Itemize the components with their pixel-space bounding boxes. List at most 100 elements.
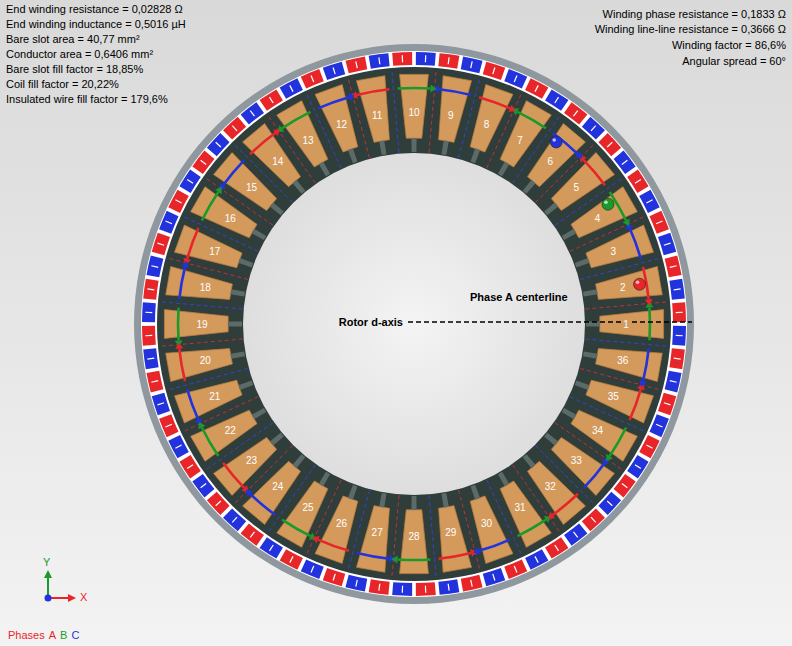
- coil-end-mark: [555, 545, 559, 551]
- coil-arrow: [630, 228, 641, 259]
- coil-arrow: [282, 112, 311, 128]
- coil-arrow: [187, 228, 198, 259]
- phase-marker-ball: [550, 136, 562, 148]
- tooth-dashed-line: [429, 69, 436, 153]
- slot-opening: [498, 162, 509, 177]
- slot-opening: [379, 493, 386, 508]
- winding-stat: Bare slot fill factor = 18,85%: [6, 63, 143, 76]
- slot-number: 18: [199, 282, 212, 293]
- slot-opening: [583, 352, 598, 359]
- coil-end-mark: [656, 424, 662, 427]
- coil-end-mark: [147, 358, 154, 360]
- axis-label: X: [80, 591, 87, 604]
- coil-end-segment: [672, 326, 686, 346]
- arrow-head: [198, 422, 205, 429]
- coil-end-mark: [165, 424, 171, 427]
- coil-end-segment: [416, 582, 436, 596]
- stator-slot: [586, 380, 653, 423]
- arrow-head: [392, 555, 398, 563]
- legend-title: Phases: [8, 629, 45, 641]
- coil-end-segment: [323, 568, 345, 586]
- coil-arrow: [202, 427, 218, 456]
- stator-slot: [315, 85, 358, 152]
- slot-number: 13: [301, 135, 314, 146]
- slot-number: 33: [570, 455, 583, 466]
- winding-stat: Bare slot area = 40,77 mm²: [6, 33, 140, 46]
- slot-number: 19: [195, 319, 208, 330]
- coil-arrow: [398, 558, 431, 561]
- stator-slot: [164, 310, 228, 339]
- slot-opening: [379, 140, 386, 155]
- slot-opening: [348, 485, 357, 500]
- coil-end-mark: [514, 75, 517, 81]
- slot-number: 28: [407, 531, 420, 542]
- coil-end-mark: [216, 142, 221, 147]
- coil-end-mark: [378, 584, 380, 591]
- ball-highlight: [552, 138, 556, 142]
- slot-opening: [575, 258, 590, 267]
- coil-end-mark: [607, 142, 612, 147]
- coil-end-mark: [555, 97, 559, 103]
- slot-number: 8: [483, 119, 491, 130]
- stator-slot: [439, 506, 472, 573]
- coil-end-mark: [269, 545, 273, 551]
- slot-opening: [562, 229, 577, 240]
- slot-number: 4: [594, 213, 602, 224]
- slot-number: 21: [208, 391, 221, 402]
- slot-number: 11: [371, 110, 383, 121]
- tooth-dashed-line: [159, 339, 243, 346]
- coil-end-mark: [493, 574, 495, 581]
- coil-arrow: [250, 494, 275, 515]
- coil-end-segment: [669, 279, 684, 300]
- coil-arrow: [187, 389, 198, 420]
- coil-end-mark: [402, 55, 404, 62]
- coil-end-mark: [378, 57, 380, 64]
- coil-end-mark: [635, 465, 641, 469]
- coil-end-segment: [369, 53, 390, 68]
- coil-end-segment: [146, 371, 163, 393]
- phase-marker-ball: [634, 278, 646, 290]
- coil-end-mark: [607, 501, 612, 506]
- winding-stat: Winding line-line resistance = 0,3666 Ω: [595, 23, 786, 36]
- stator-slot: [470, 85, 513, 152]
- coil-end-segment: [345, 56, 367, 73]
- slot-opening: [471, 485, 480, 500]
- coil-arrow: [357, 553, 389, 559]
- stator-slot: [596, 349, 663, 382]
- coil-arrow: [479, 97, 510, 108]
- slot-opening: [292, 180, 305, 194]
- slot-number: 29: [444, 527, 457, 538]
- coil-end-mark: [187, 179, 193, 183]
- slot-number: 7: [516, 135, 524, 146]
- arrow-head: [548, 512, 555, 519]
- stator-slot: [315, 496, 358, 563]
- slot-number: 27: [371, 527, 384, 538]
- arrow-head: [246, 490, 253, 497]
- slot-number: 2: [619, 282, 627, 293]
- coil-end-mark: [165, 221, 171, 224]
- coil-end-mark: [676, 312, 683, 314]
- coil-end-mark: [646, 200, 652, 203]
- coil-arrow: [584, 160, 605, 185]
- slot-opening: [471, 148, 480, 163]
- coil-end-mark: [471, 580, 473, 587]
- coil-end-mark: [145, 312, 152, 314]
- slot-number: 3: [609, 246, 617, 257]
- coil-end-segment: [669, 348, 684, 369]
- coil-end-segment: [392, 582, 412, 596]
- coil-end-segment: [438, 579, 459, 594]
- stator-housing: [134, 44, 694, 604]
- winding-stat: Insulated wire fill factor = 179,6%: [6, 93, 168, 106]
- slot-number: 32: [544, 481, 557, 492]
- coil-arrow: [223, 463, 244, 488]
- coil-end-mark: [333, 67, 335, 74]
- coil-arrow: [439, 89, 471, 95]
- slot-opening: [411, 138, 416, 152]
- slot-opening: [230, 352, 245, 359]
- coil-arrow: [439, 553, 471, 559]
- coil-end-segment: [152, 233, 170, 255]
- winding-stat: Angular spread = 60°: [682, 55, 786, 68]
- slot-number: 16: [224, 213, 237, 224]
- slot-number: 14: [271, 156, 284, 167]
- coil-end-segment: [345, 575, 367, 592]
